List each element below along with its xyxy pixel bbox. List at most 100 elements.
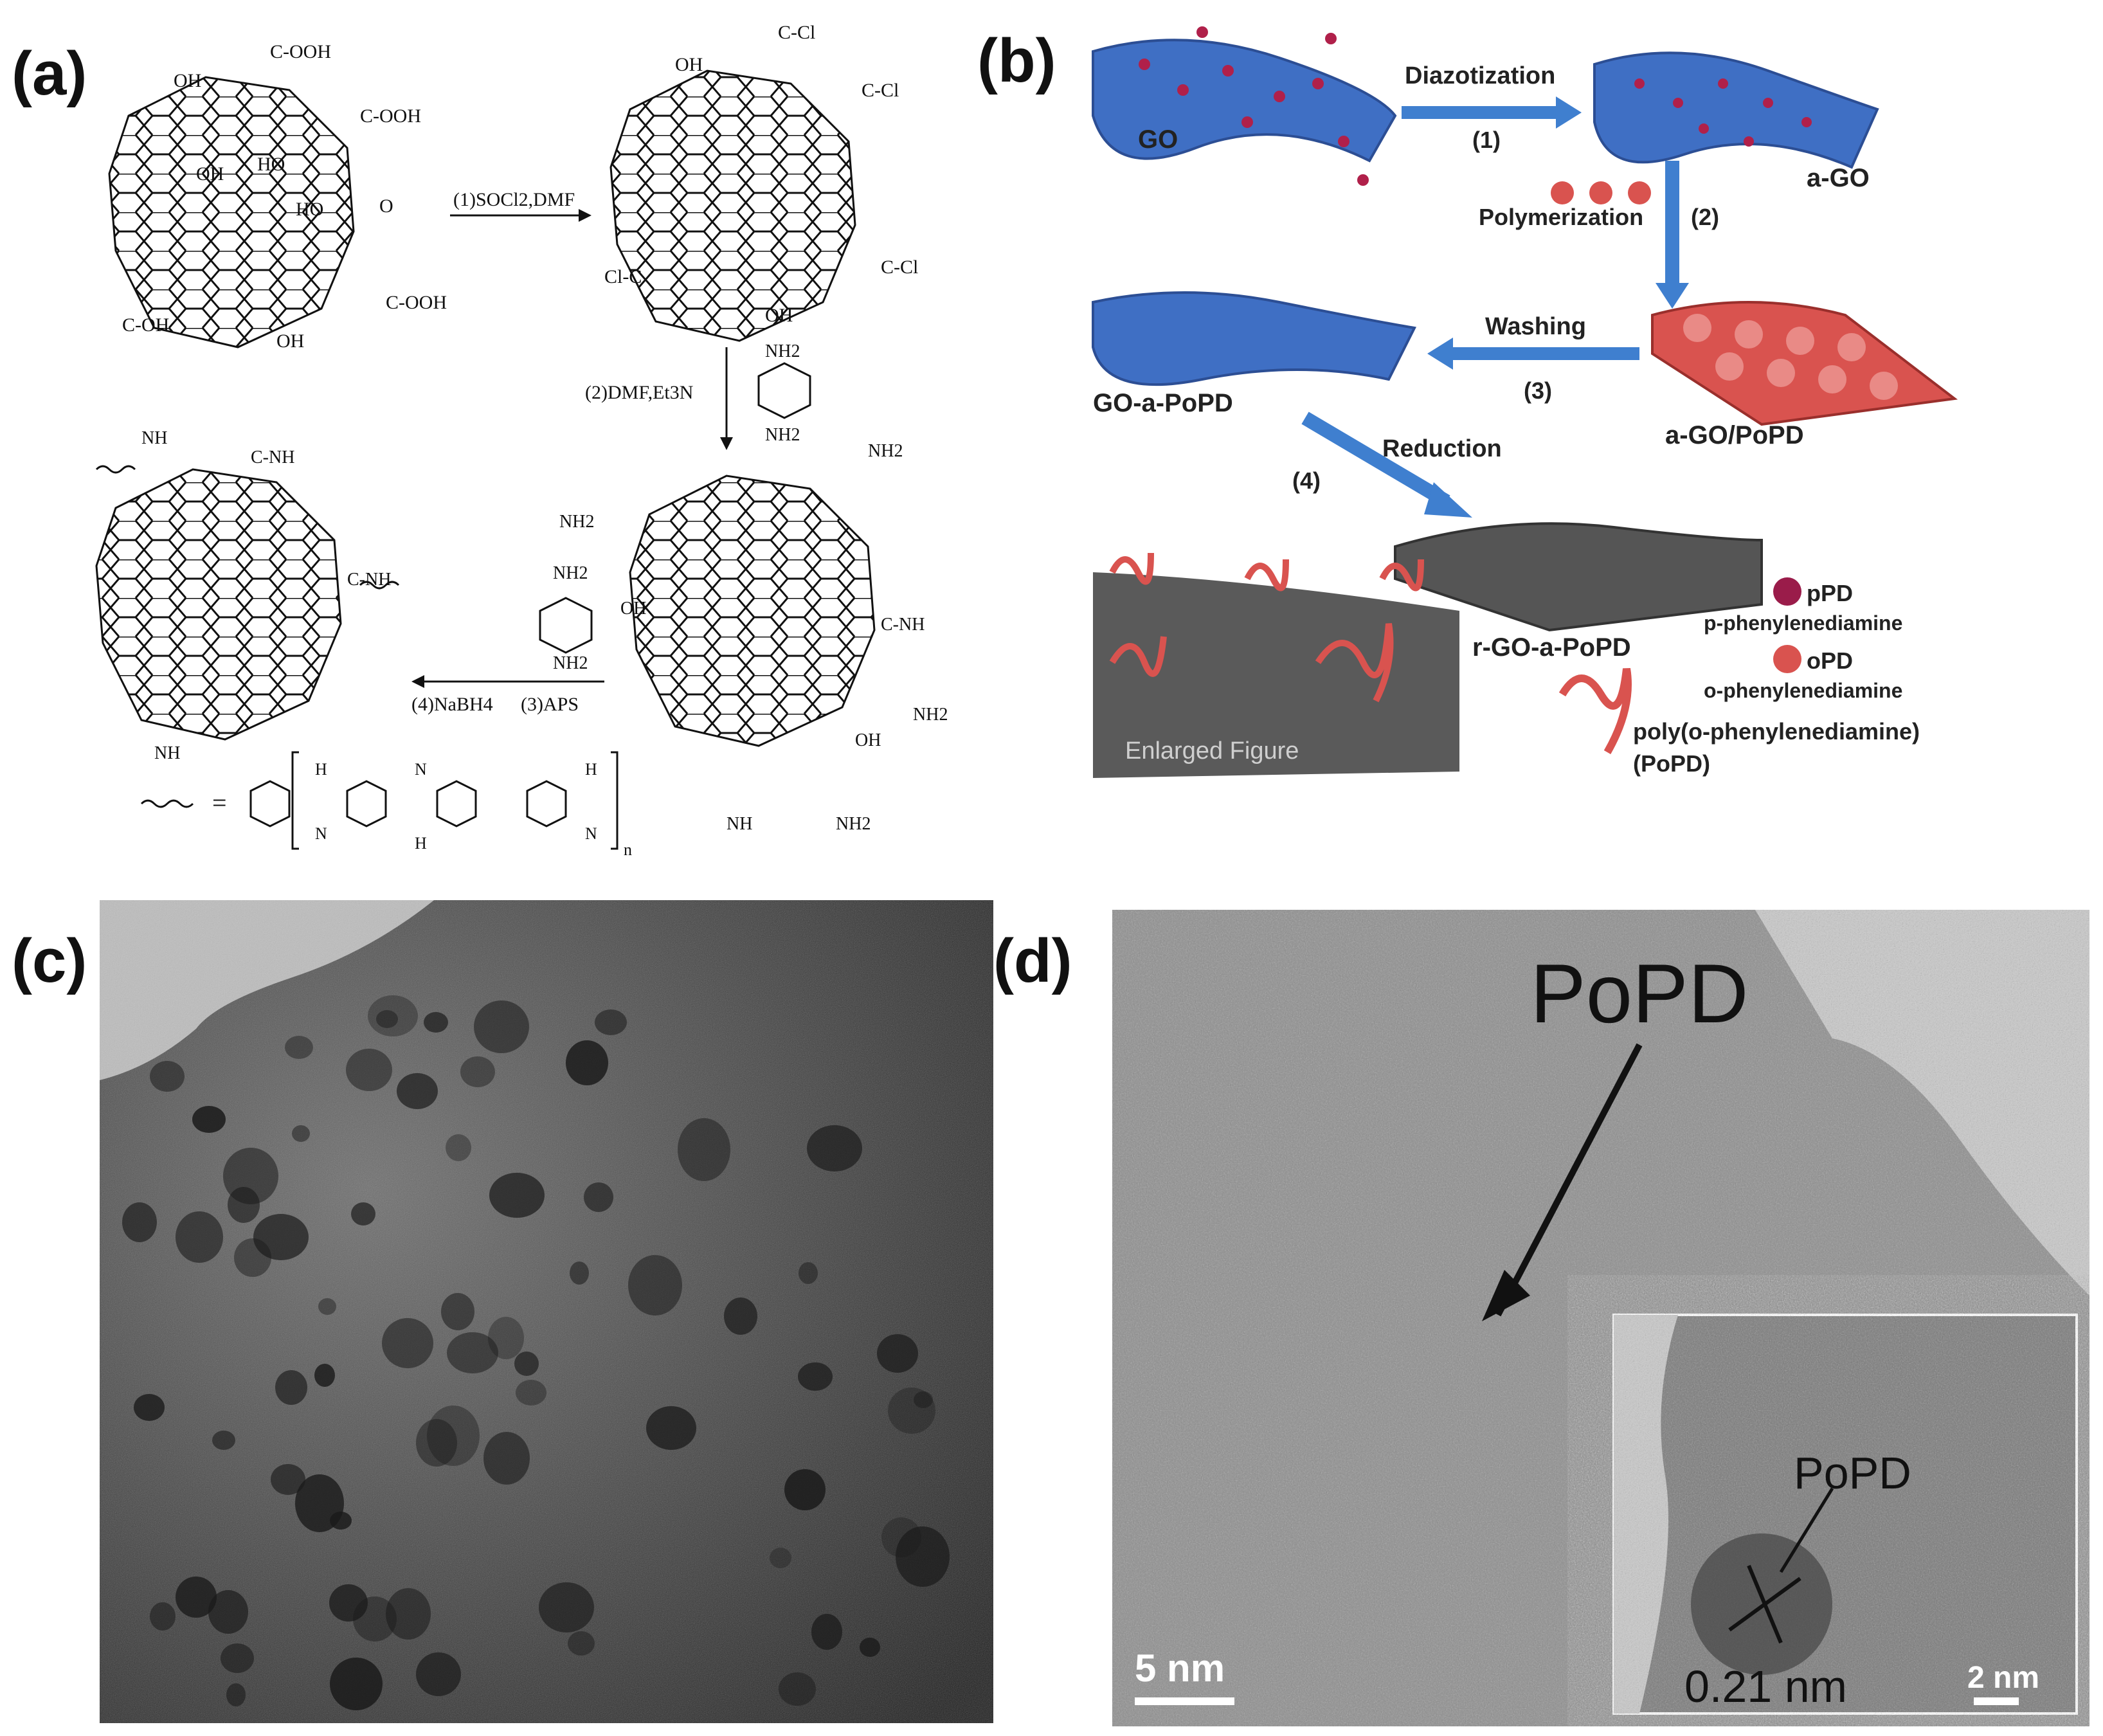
nanoparticle xyxy=(568,1631,595,1656)
label-ho-2: HO xyxy=(296,199,323,220)
popd-chain-icon xyxy=(1558,668,1632,754)
nanoparticle xyxy=(488,1317,524,1359)
label-cooh-3: C-OOH xyxy=(386,292,447,313)
label-oh-4: OH xyxy=(675,54,703,75)
label-popd-main: PoPD xyxy=(1530,946,1749,1040)
nanoparticle xyxy=(628,1255,682,1316)
nanoparticle xyxy=(724,1297,757,1335)
label-go: GO xyxy=(1138,125,1178,154)
label-oh-1: OH xyxy=(174,70,201,91)
nanoparticle xyxy=(253,1214,309,1260)
acyl-chloride-graphene-molecule xyxy=(609,69,856,342)
reagent-step1: (1)SOCl2,DMF xyxy=(453,189,575,210)
label-nh2-arrow-top: NH2 xyxy=(553,563,588,583)
label-popd-full: poly(o-phenylenediamine) xyxy=(1633,718,1920,745)
nanoparticle xyxy=(570,1261,589,1285)
nanoparticle xyxy=(584,1182,613,1212)
panel-letter-b: (b) xyxy=(977,26,1056,95)
scale-bar-inset xyxy=(1974,1697,2019,1705)
label-scale-inset: 2 nm xyxy=(1967,1661,2039,1695)
label-nh2-m3-4: NH2 xyxy=(836,814,871,834)
nanoparticle xyxy=(446,1134,471,1161)
polymer-equals: = xyxy=(212,788,227,817)
nanoparticle xyxy=(176,1211,223,1263)
nanoparticle xyxy=(427,1406,480,1466)
nanoparticle xyxy=(376,1010,398,1028)
nanoparticle xyxy=(539,1582,594,1632)
popd-n-2: N xyxy=(415,760,427,779)
phenylenediamine-ring-2 xyxy=(539,597,593,654)
nanoparticle xyxy=(516,1380,546,1406)
nanoparticle xyxy=(228,1187,260,1223)
label-nh2-arrow-bottom: NH2 xyxy=(553,653,588,673)
nanoparticle xyxy=(483,1432,530,1485)
nanoparticle xyxy=(275,1370,307,1405)
monomer-spheres xyxy=(1551,181,1651,204)
label-step4: (4) xyxy=(1292,467,1321,494)
panel-b-schematic: GO Diazotization (1) a-GO Polymerization… xyxy=(1092,26,1958,778)
popd-n-3: N xyxy=(585,824,597,843)
label-a-go: a-GO xyxy=(1807,164,1870,192)
reagent-step2: (2)DMF,Et3N xyxy=(585,382,693,403)
nanoparticle xyxy=(896,1526,950,1587)
nanoparticle xyxy=(447,1332,498,1373)
nanoparticle xyxy=(798,1362,833,1391)
nanoparticle xyxy=(368,995,418,1036)
label-oh-3: OH xyxy=(276,330,304,352)
nanoparticle xyxy=(566,1040,608,1085)
nanoparticle xyxy=(416,1419,457,1467)
label-polymerization: Polymerization xyxy=(1479,204,1643,230)
nanoparticle xyxy=(514,1352,539,1376)
nanoparticles xyxy=(122,995,950,1710)
label-ppd: pPD xyxy=(1807,580,1853,606)
nanoparticle xyxy=(330,1658,383,1710)
nanoparticle xyxy=(330,1512,352,1530)
label-cooh-1: C-OOH xyxy=(270,41,331,62)
label-step3: (3) xyxy=(1524,377,1552,404)
nanoparticle xyxy=(416,1652,461,1696)
nanoparticle xyxy=(397,1073,438,1109)
label-nh2-m3-3: NH2 xyxy=(913,705,948,725)
nanoparticle xyxy=(888,1388,935,1434)
nanoparticle xyxy=(914,1391,933,1408)
panel-a-scheme: OH C-OOH C-OOH OH HO HO O C-OOH OH C-OH … xyxy=(95,22,948,859)
panel-letter-a: (a) xyxy=(12,39,87,108)
nanoparticle xyxy=(474,1000,529,1053)
nanoparticle xyxy=(318,1298,336,1315)
label-oh-5: OH xyxy=(765,305,793,326)
label-a-go-popd: a-GO/PoPD xyxy=(1665,421,1804,449)
popd-h-3: H xyxy=(585,760,597,779)
label-scale-main: 5 nm xyxy=(1135,1647,1225,1690)
nanoparticle xyxy=(382,1318,433,1368)
label-go-a-popd: GO-a-PoPD xyxy=(1093,389,1233,417)
nanoparticle xyxy=(150,1061,185,1092)
label-ppd-full: p-phenylenediamine xyxy=(1704,611,1902,635)
nanoparticle xyxy=(208,1590,248,1634)
label-nh-m4-2: NH xyxy=(154,743,180,763)
a-go-sheet xyxy=(1593,51,1879,169)
reduced-graphene-popd-molecule xyxy=(95,468,342,741)
phenylenediamine-ring xyxy=(757,362,811,419)
label-r-go-a-popd: r-GO-a-PoPD xyxy=(1472,633,1631,662)
nanoparticle xyxy=(489,1173,545,1218)
nanoparticle xyxy=(122,1202,157,1242)
label-oh-m3-1: OH xyxy=(620,599,646,619)
label-o-1: O xyxy=(379,195,393,217)
label-reduction: Reduction xyxy=(1382,435,1502,462)
label-nh-m4-1: NH xyxy=(141,428,167,448)
reagent-step3: (3)APS xyxy=(521,694,579,715)
nanoparticle xyxy=(877,1334,918,1373)
nanoparticle xyxy=(346,1049,392,1091)
label-nh2-top: NH2 xyxy=(765,341,800,361)
nanoparticle xyxy=(799,1262,818,1284)
label-step1: (1) xyxy=(1472,127,1501,153)
nanoparticle xyxy=(329,1584,368,1622)
hrtem-inset xyxy=(1612,1314,2078,1715)
label-nh2-bottom: NH2 xyxy=(765,425,800,445)
enlarged-sheet xyxy=(1093,572,1459,778)
ppd-sphere xyxy=(1773,577,1801,606)
nanoparticle xyxy=(212,1431,235,1450)
amine-functionalized-graphene-molecule xyxy=(629,475,876,747)
label-oh-m3-2: OH xyxy=(855,730,881,750)
nanoparticle xyxy=(807,1125,862,1171)
